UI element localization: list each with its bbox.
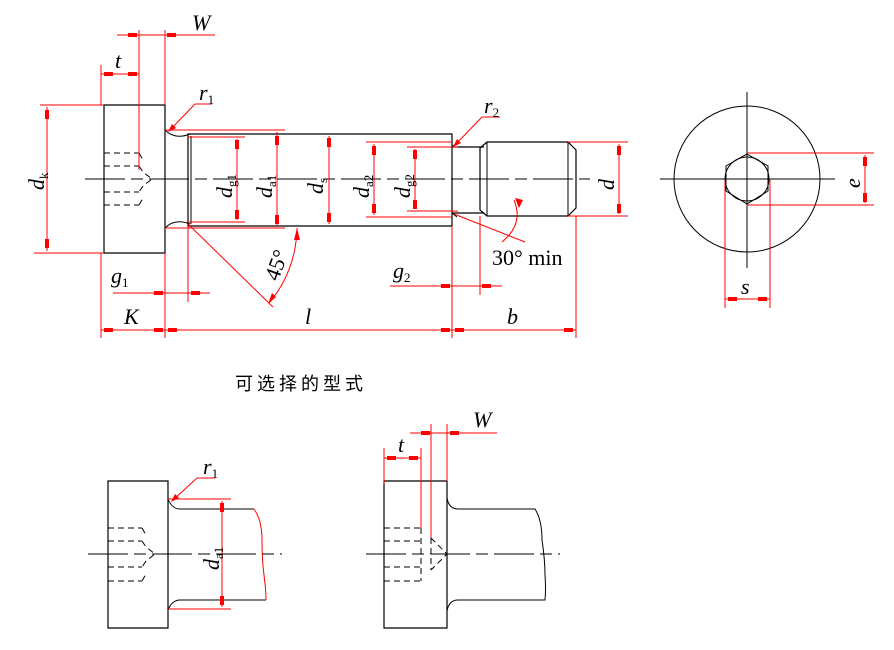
alt-view-1: da1 r1	[88, 454, 282, 629]
label-d: d	[594, 178, 619, 190]
label-l: l	[305, 304, 311, 329]
label-g1: g1	[111, 263, 129, 290]
label-30-degree-min: 30° min	[492, 245, 563, 270]
alt-view-2: t W	[366, 407, 560, 629]
label-K: K	[123, 304, 140, 329]
label-t: t	[115, 48, 122, 73]
label-dk: dk	[24, 172, 51, 190]
end-view: e s	[660, 92, 874, 308]
label-da1: da1	[252, 175, 279, 198]
label-ds: ds	[303, 178, 330, 194]
fillet-r1-bottom	[164, 221, 191, 229]
label-e: e	[840, 178, 865, 188]
label-dg2: dg2	[390, 174, 417, 198]
alt2-label-t: t	[398, 432, 405, 457]
alt1-head	[107, 480, 169, 629]
label-dg1: dg1	[212, 174, 239, 198]
label-b: b	[507, 304, 518, 329]
alt1-socket-hidden-lines	[108, 527, 156, 582]
main-dimensions: W t r1 r2 dk dg1 da1	[24, 10, 628, 338]
label-r1: r1	[199, 80, 214, 107]
alt1-label-r1: r1	[203, 454, 218, 481]
caption-alternative-forms: 可选择的型式	[235, 374, 367, 395]
thread-undercut	[452, 146, 484, 214]
alt2-label-W: W	[473, 407, 493, 432]
main-view	[85, 104, 590, 254]
label-da2: da2	[349, 175, 376, 198]
label-r2: r2	[484, 93, 499, 120]
alt2-head	[383, 480, 448, 629]
label-45-degree: 45°	[259, 246, 293, 284]
label-W: W	[192, 10, 212, 35]
label-g2: g2	[393, 258, 411, 285]
socket-hidden-lines	[104, 152, 153, 206]
alt1-label-da1: da1	[199, 547, 226, 570]
label-s: s	[741, 274, 750, 299]
